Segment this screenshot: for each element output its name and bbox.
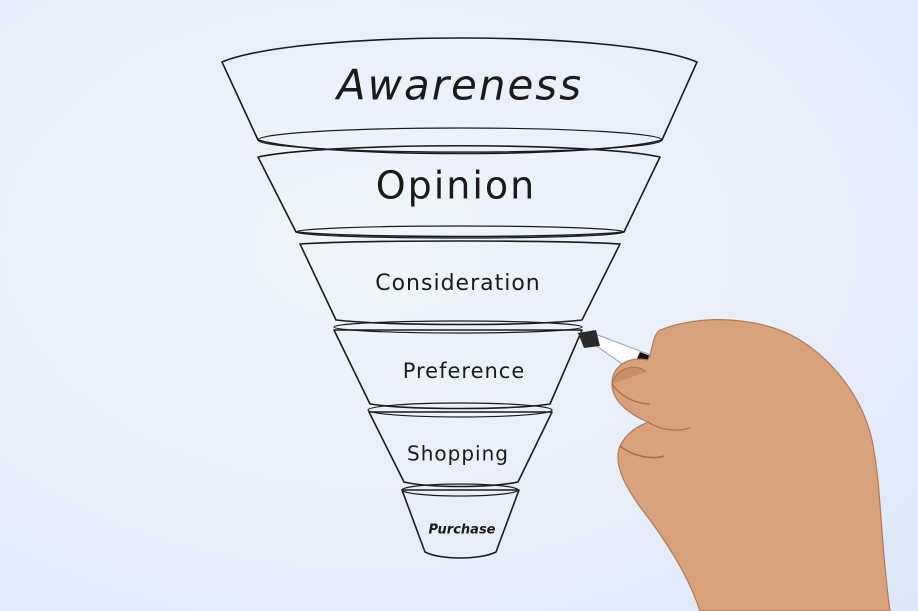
- funnel-stage-opinion: Opinion: [257, 144, 661, 239]
- stage-label-consideration: Consideration: [375, 271, 541, 296]
- funnel-stage-consideration: Consideration: [299, 240, 621, 326]
- stage-label-preference: Preference: [403, 359, 526, 383]
- stage-label-opinion: Opinion: [376, 164, 537, 208]
- funnel-stage-awareness: Awareness: [221, 37, 698, 155]
- hand-holding-marker-icon: [576, 319, 891, 611]
- funnel-stage-shopping: Shopping: [367, 402, 553, 488]
- funnel-stage-preference: Preference: [333, 320, 583, 410]
- stage-label-awareness: Awareness: [334, 61, 583, 110]
- stage-label-purchase: Purchase: [428, 523, 495, 538]
- funnel-stage-purchase: Purchase: [401, 483, 520, 559]
- stage-label-shopping: Shopping: [407, 442, 509, 466]
